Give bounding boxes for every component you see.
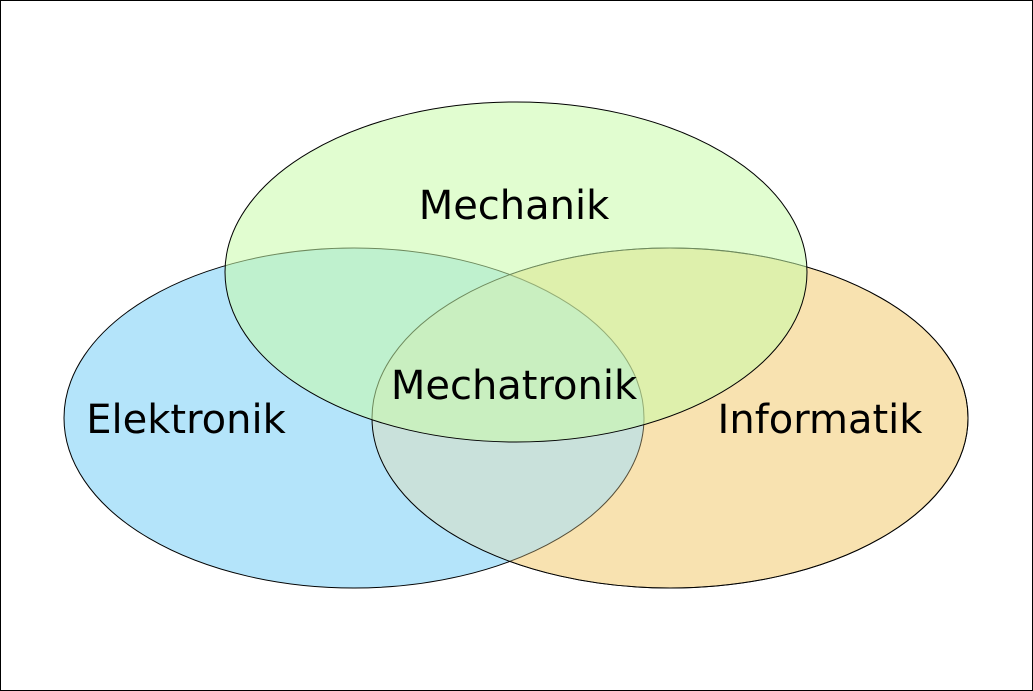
- mechanik-set-ellipse: [224, 101, 808, 443]
- elektronik-label: Elektronik: [86, 397, 286, 443]
- mechatronik-intersection-label: Mechatronik: [391, 363, 638, 409]
- informatik-label: Informatik: [718, 397, 924, 443]
- mechanik-label: Mechanik: [419, 183, 610, 229]
